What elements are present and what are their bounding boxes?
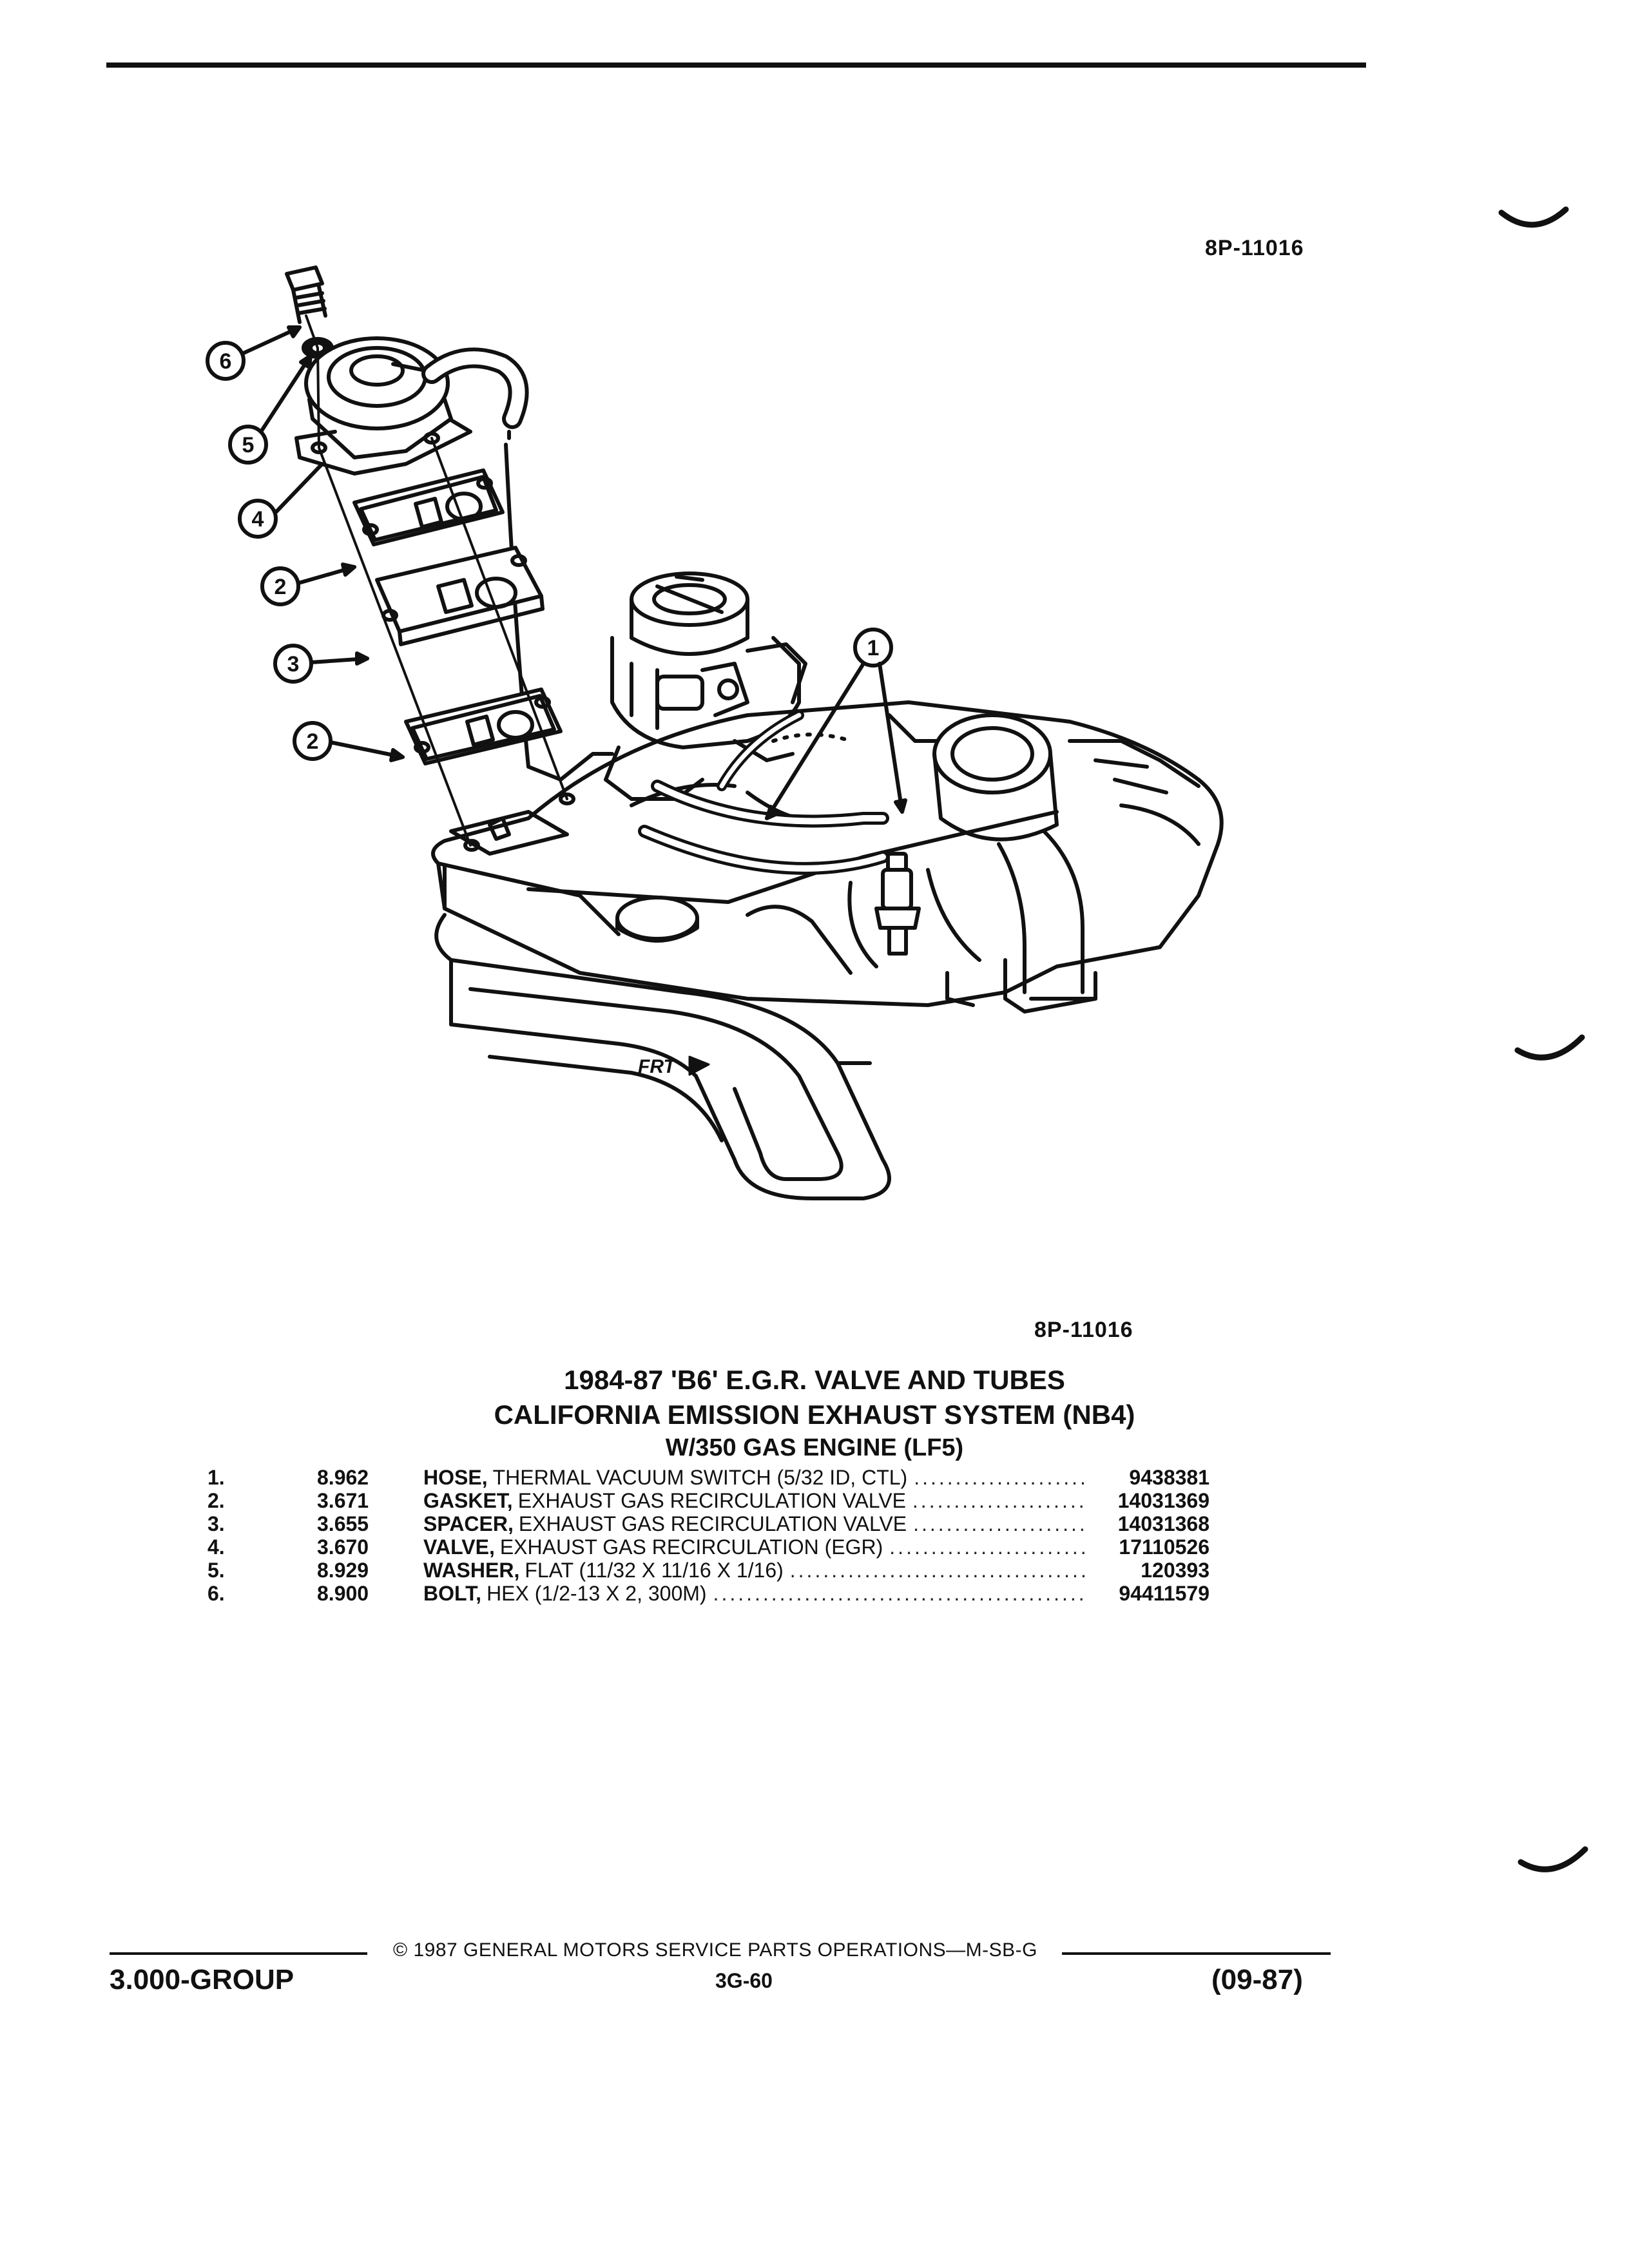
part-number: 14031369 — [1117, 1489, 1210, 1512]
part-detail: HEX (1/2-13 X 2, 300M) — [487, 1582, 707, 1605]
part-detail: EXHAUST GAS RECIRCULATION VALVE — [517, 1489, 906, 1512]
egr-vacuum-hose — [421, 347, 614, 782]
callout-1: 1 — [765, 628, 907, 820]
front-direction-indicator: FRT — [638, 1055, 710, 1077]
egr-gasket-lower — [404, 687, 563, 765]
callout-5: 5 — [228, 354, 313, 465]
leader-dots — [913, 1512, 1087, 1536]
svg-text:5: 5 — [242, 433, 255, 457]
leader-dots — [790, 1559, 1087, 1582]
part-detail: FLAT (11/32 X 11/16 X 1/16) — [525, 1559, 784, 1582]
reference-number: 3.670 — [317, 1535, 369, 1559]
item-number: 2. — [207, 1489, 225, 1512]
parts-row: 2. 3.671 GASKET, EXHAUST GAS RECIRCULATI… — [207, 1489, 1210, 1512]
page-number: 3G-60 — [715, 1969, 773, 1992]
part-name: HOSE, — [423, 1466, 488, 1489]
parts-row: 1. 8.962 HOSE, THERMAL VACUUM SWITCH (5/… — [207, 1466, 1210, 1489]
group-label: 3.000-GROUP — [110, 1964, 294, 1995]
oil-filler-cap — [615, 896, 699, 943]
svg-text:1: 1 — [867, 636, 880, 660]
parts-row: 6. 8.900 BOLT, HEX (1/2-13 X 2, 300M) 94… — [207, 1582, 1210, 1605]
leader-dots — [713, 1582, 1087, 1606]
callout-2-lower: 2 — [293, 721, 405, 762]
part-number: 14031368 — [1117, 1512, 1210, 1535]
svg-text:4: 4 — [252, 507, 264, 532]
margin-mark — [1498, 206, 1569, 228]
alignment-lines — [305, 314, 568, 847]
thermostat-housing — [932, 713, 1097, 1001]
egr-exploded-diagram: 6 5 4 2 3 2 1 FRT — [206, 265, 1224, 1200]
footer-rule-left — [110, 1952, 367, 1955]
svg-text:2: 2 — [307, 729, 319, 754]
reference-number: 8.929 — [317, 1559, 369, 1582]
part-description: BOLT, HEX (1/2-13 X 2, 300M) — [423, 1582, 1094, 1606]
carburetor — [604, 572, 807, 801]
leader-dots — [912, 1489, 1087, 1513]
item-number: 6. — [207, 1582, 225, 1605]
item-number: 1. — [207, 1466, 225, 1489]
part-name: BOLT, — [423, 1582, 482, 1605]
title-line-3: W/350 GAS ENGINE (LF5) — [665, 1434, 964, 1461]
top-rule — [106, 62, 1366, 68]
vacuum-tubes — [638, 710, 889, 875]
callout-6: 6 — [206, 325, 302, 381]
intake-manifold — [431, 700, 1224, 1014]
parts-row: 4. 3.670 VALVE, EXHAUST GAS RECIRCULATIO… — [207, 1535, 1210, 1559]
item-number: 3. — [207, 1512, 225, 1535]
leader-dots — [914, 1466, 1087, 1490]
svg-text:3: 3 — [287, 652, 300, 677]
thermal-vacuum-switch — [874, 852, 921, 956]
part-number: 17110526 — [1119, 1535, 1210, 1559]
copyright-notice: © 1987 GENERAL MOTORS SERVICE PARTS OPER… — [393, 1939, 1037, 1961]
svg-text:FRT: FRT — [638, 1056, 677, 1077]
margin-mark — [1518, 1846, 1588, 1872]
part-number: 120393 — [1141, 1559, 1210, 1582]
egr-gasket-upper — [352, 468, 505, 546]
parts-row: 3. 3.655 SPACER, EXHAUST GAS RECIRCULATI… — [207, 1512, 1210, 1535]
callout-2-upper: 2 — [260, 562, 356, 606]
part-name: WASHER, — [423, 1559, 520, 1582]
parts-row: 5. 8.929 WASHER, FLAT (11/32 X 11/16 X 1… — [207, 1559, 1210, 1582]
egr-mounting-pad — [449, 793, 575, 856]
part-name: SPACER, — [423, 1512, 514, 1535]
reference-number: 3.671 — [317, 1489, 369, 1512]
part-description: HOSE, THERMAL VACUUM SWITCH (5/32 ID, CT… — [423, 1466, 1094, 1490]
part-name: VALVE, — [423, 1535, 495, 1559]
illustration-code-top: 8P-11016 — [1205, 236, 1304, 260]
reference-number: 8.900 — [317, 1582, 369, 1605]
part-detail: THERMAL VACUUM SWITCH (5/32 ID, CTL) — [492, 1466, 908, 1489]
egr-bolt — [285, 265, 327, 324]
item-number: 5. — [207, 1559, 225, 1582]
part-description: VALVE, EXHAUST GAS RECIRCULATION (EGR) — [423, 1535, 1094, 1559]
egr-spacer — [375, 546, 545, 646]
footer-rule-right — [1062, 1952, 1331, 1955]
illustration-code-bottom: 8P-11016 — [1034, 1318, 1133, 1342]
margin-mark — [1514, 1034, 1585, 1061]
item-number: 4. — [207, 1535, 225, 1559]
reference-number: 3.655 — [317, 1512, 369, 1535]
callout-4: 4 — [238, 462, 324, 539]
parts-list: 1. 8.962 HOSE, THERMAL VACUUM SWITCH (5/… — [207, 1466, 1210, 1605]
part-description: WASHER, FLAT (11/32 X 11/16 X 1/16) — [423, 1559, 1094, 1582]
title-line-2: CALIFORNIA EMISSION EXHAUST SYSTEM (NB4) — [494, 1399, 1135, 1430]
part-number: 9438381 — [1129, 1466, 1210, 1489]
svg-text:6: 6 — [220, 349, 232, 374]
title-line-1: 1984-87 'B6' E.G.R. VALVE AND TUBES — [564, 1365, 1065, 1395]
part-description: GASKET, EXHAUST GAS RECIRCULATION VALVE — [423, 1489, 1094, 1513]
reference-number: 8.962 — [317, 1466, 369, 1489]
callout-3: 3 — [273, 644, 369, 684]
revision-date: (09-87) — [1211, 1964, 1303, 1995]
part-name: GASKET, — [423, 1489, 513, 1512]
part-detail: EXHAUST GAS RECIRCULATION (EGR) — [499, 1535, 883, 1559]
part-detail: EXHAUST GAS RECIRCULATION VALVE — [518, 1512, 907, 1535]
leader-dots — [889, 1535, 1087, 1559]
svg-text:2: 2 — [275, 575, 287, 599]
part-description: SPACER, EXHAUST GAS RECIRCULATION VALVE — [423, 1512, 1094, 1536]
part-number: 94411579 — [1119, 1582, 1210, 1605]
